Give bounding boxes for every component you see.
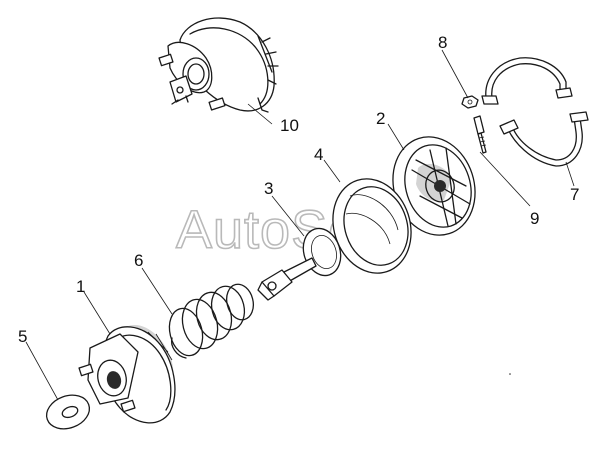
stray-dot [509,373,511,375]
part-3-push-rod [257,227,342,301]
part-4-diaphragm [332,178,412,274]
callout-3: 3 [264,179,273,198]
callout-8: 8 [438,33,447,52]
callout-5: 5 [18,327,27,346]
leader-lines [25,49,575,401]
callout-9: 9 [530,209,539,228]
callout-4: 4 [314,145,323,164]
callout-1: 1 [76,277,85,296]
part-2-diaphragm-plate [392,136,476,236]
part-7-clamp-band [481,57,589,167]
callout-7: 7 [570,185,579,204]
part-8-nut [461,95,479,109]
part-10-brake-chamber-assembly [158,17,279,113]
part-1-chamber-housing [78,325,176,424]
part-5-washer [45,394,91,430]
part-9-bolt [473,115,487,154]
part-6-return-spring [168,283,254,359]
callout-6: 6 [134,251,143,270]
callout-2: 2 [376,109,385,128]
callout-10: 10 [280,116,299,135]
